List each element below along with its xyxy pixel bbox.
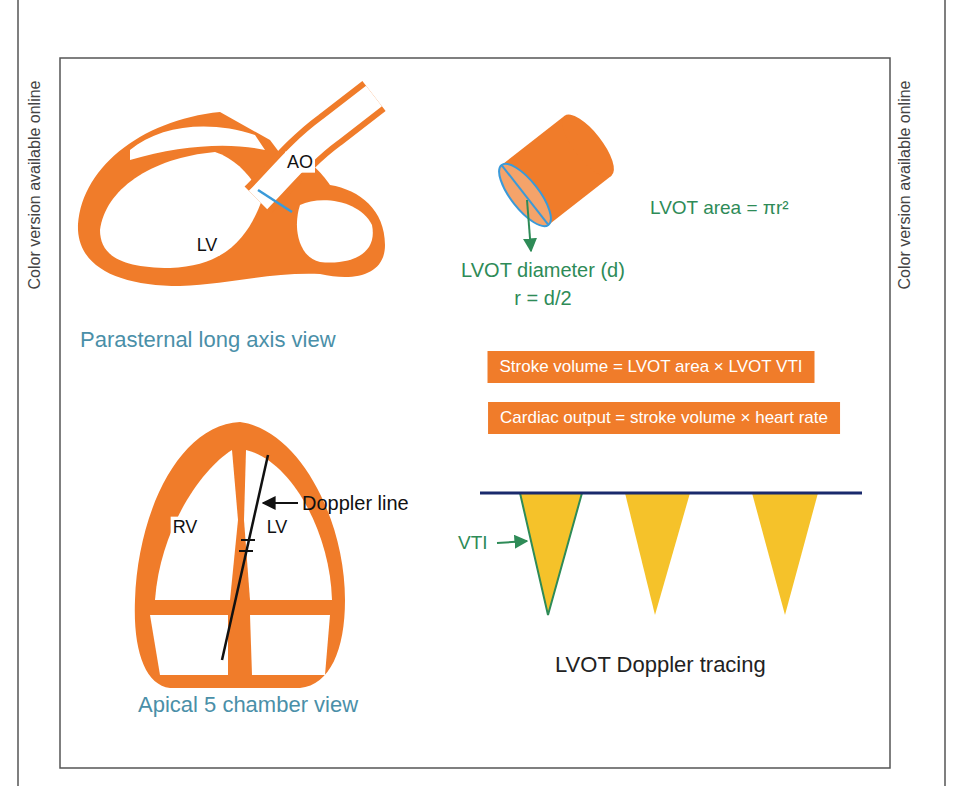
label: Parasternal long axis view: [80, 327, 336, 352]
formula-box: Cardiac output = stroke volume × heart r…: [488, 402, 840, 434]
parasternal-heart: [78, 96, 385, 286]
formula-box: Stroke volume = LVOT area × LVOT VTI: [488, 351, 815, 383]
doppler-tracing: [480, 493, 862, 615]
page-rule: [17, 0, 19, 786]
figure-frame: [60, 58, 890, 768]
label: Doppler line: [302, 492, 409, 515]
label: LV: [265, 517, 290, 538]
side-note: Color version available online: [896, 80, 914, 289]
label: LVOT diameter (d): [461, 259, 625, 282]
label: AO: [285, 152, 315, 173]
label: LVOT Doppler tracing: [555, 652, 766, 677]
page-rule: [944, 0, 946, 786]
label: Apical 5 chamber view: [138, 692, 358, 717]
vti-arrow: [497, 541, 527, 543]
label: LV: [195, 235, 220, 256]
side-note: Color version available online: [26, 80, 44, 289]
label: LVOT area = πr²: [650, 197, 789, 219]
lvot-cylinder: [491, 107, 623, 233]
diameter-arrow: [527, 200, 531, 251]
label: r = d/2: [514, 287, 571, 310]
label: VTI: [458, 532, 488, 554]
doppler-arrow: [263, 502, 298, 504]
formula-text: Stroke volume = LVOT area × LVOT VTI: [500, 357, 803, 376]
label: RV: [171, 517, 200, 538]
apical-heart: [135, 422, 345, 688]
formula-text: Cardiac output = stroke volume × heart r…: [500, 408, 828, 427]
